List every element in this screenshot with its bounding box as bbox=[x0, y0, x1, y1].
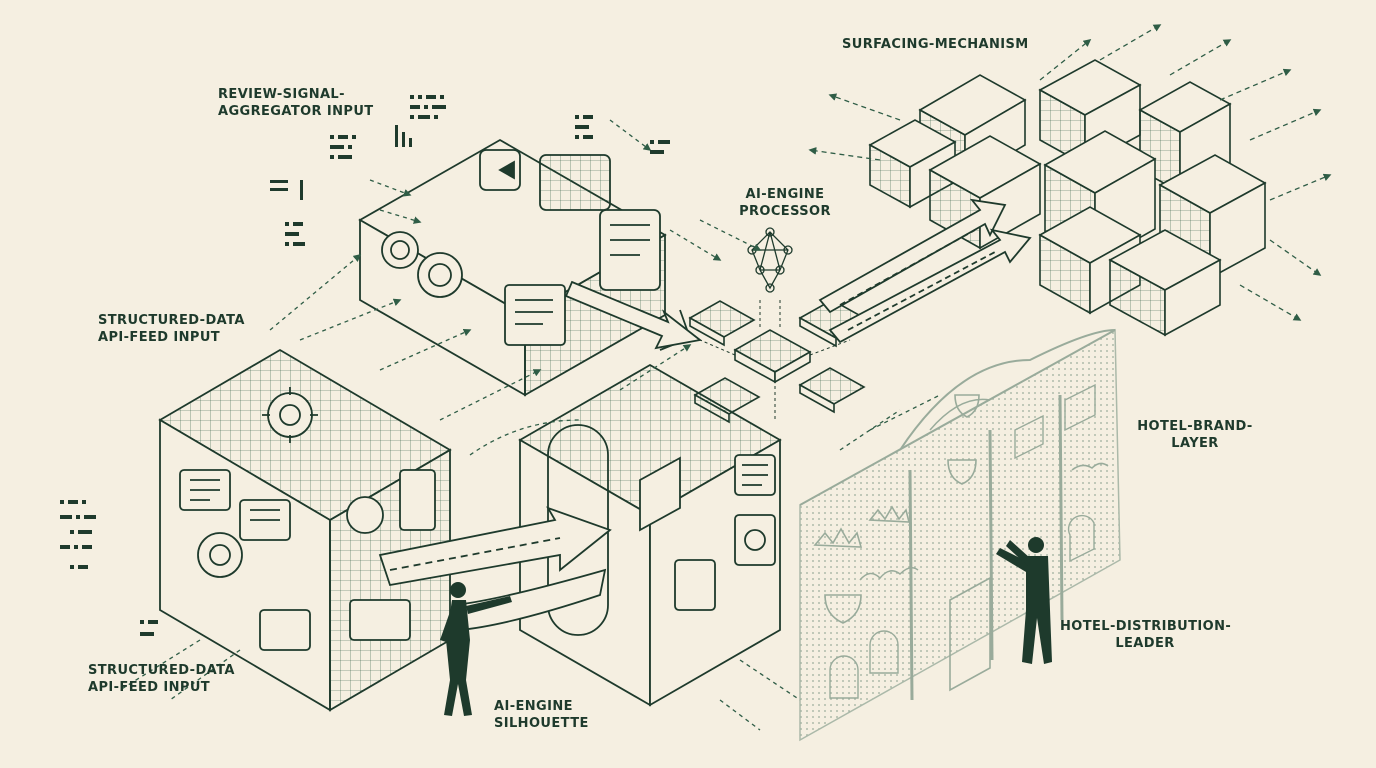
ai-engine-silhouette-figure bbox=[440, 582, 512, 716]
label-line: PROCESSOR bbox=[739, 204, 831, 219]
label-line: LEADER bbox=[1115, 636, 1175, 651]
label-line: SILHOUETTE bbox=[494, 716, 589, 731]
output-arrow bbox=[818, 198, 1032, 344]
label-structured-data-top: STRUCTURED-DATA API-FEED INPUT bbox=[98, 312, 245, 346]
distribution-leader-figure bbox=[996, 537, 1052, 664]
label-review-signal-aggregator: REVIEW-SIGNAL- AGGREGATOR INPUT bbox=[218, 86, 374, 120]
label-line: AI-ENGINE bbox=[494, 699, 573, 714]
center-machine bbox=[518, 363, 782, 707]
surfacing-city-blocks bbox=[808, 24, 1332, 337]
label-hotel-brand-layer: HOTEL-BRAND- LAYER bbox=[1130, 418, 1260, 452]
structured-data-machine bbox=[158, 348, 452, 712]
label-ai-engine-processor: AI-ENGINE PROCESSOR bbox=[730, 186, 840, 220]
chip bbox=[733, 329, 812, 384]
review-aggregator-machine bbox=[358, 138, 703, 397]
neural-network-icon bbox=[747, 227, 793, 293]
label-line: LAYER bbox=[1171, 436, 1219, 451]
flow-lines bbox=[119, 119, 941, 731]
hotel-building bbox=[799, 328, 1121, 742]
label-line: HOTEL-DISTRIBUTION- bbox=[1060, 619, 1232, 634]
label-line: SURFACING-MECHANISM bbox=[842, 37, 1029, 52]
label-hotel-distribution-leader: HOTEL-DISTRIBUTION- LEADER bbox=[1060, 618, 1232, 652]
label-surfacing-mechanism: SURFACING-MECHANISM bbox=[842, 36, 1029, 53]
label-line: AI-ENGINE bbox=[745, 187, 825, 202]
label-line: API-FEED INPUT bbox=[98, 330, 221, 345]
label-ai-engine-silhouette: AI-ENGINE SILHOUETTE bbox=[494, 698, 589, 732]
conveyor-arrow bbox=[378, 506, 612, 631]
label-line: STRUCTURED-DATA bbox=[88, 663, 235, 678]
data-glyphs bbox=[60, 95, 670, 636]
label-structured-data-bottom: STRUCTURED-DATA API-FEED INPUT bbox=[88, 662, 235, 696]
label-line: API-FEED INPUT bbox=[88, 680, 211, 695]
label-line: REVIEW-SIGNAL- bbox=[218, 87, 345, 102]
label-line: AGGREGATOR INPUT bbox=[218, 104, 374, 119]
processor-chips bbox=[688, 227, 870, 424]
label-line: STRUCTURED-DATA bbox=[98, 313, 245, 328]
label-line: HOTEL-BRAND- bbox=[1137, 419, 1253, 434]
